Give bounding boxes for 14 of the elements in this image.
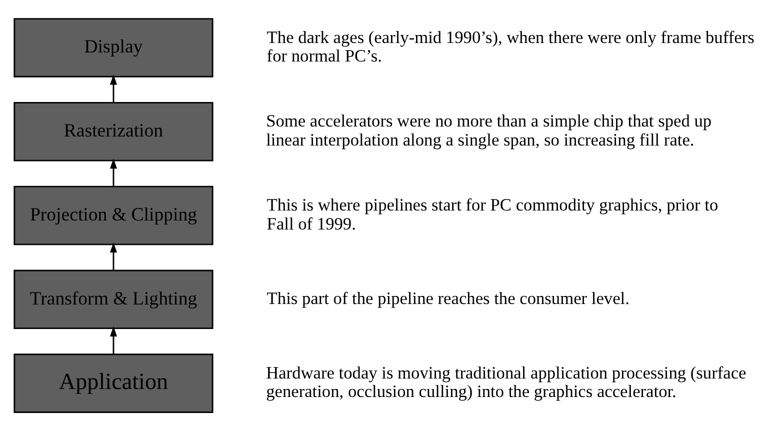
node-box: Rasterization <box>14 101 214 161</box>
arrow <box>110 326 118 354</box>
arrow <box>110 74 118 102</box>
node-box: Transform & Lighting <box>14 269 214 329</box>
node-label: Some accelerators were no more than a simple chip that sped up linear interpolation along a single span, so increasing fill rate. <box>266 111 712 149</box>
node-box: Application <box>14 353 214 412</box>
arrow <box>110 158 118 186</box>
arrow <box>110 242 118 270</box>
node-label: Hardware today is moving traditional application processing (surface generation, occlusion culling) into the graphics accelerator. <box>266 362 746 401</box>
node-label: This part of the pipeline reaches the consumer level. <box>266 288 630 308</box>
node-box: Display <box>14 18 214 77</box>
node-label: The dark ages (early-mid 1990’s), when there were only frame buffers for normal PC’s. <box>266 27 754 66</box>
node-box: Projection & Clipping <box>14 185 214 245</box>
node-label: This is where pipelines start for PC commodity graphics, prior to Fall of 1999. <box>266 195 718 233</box>
